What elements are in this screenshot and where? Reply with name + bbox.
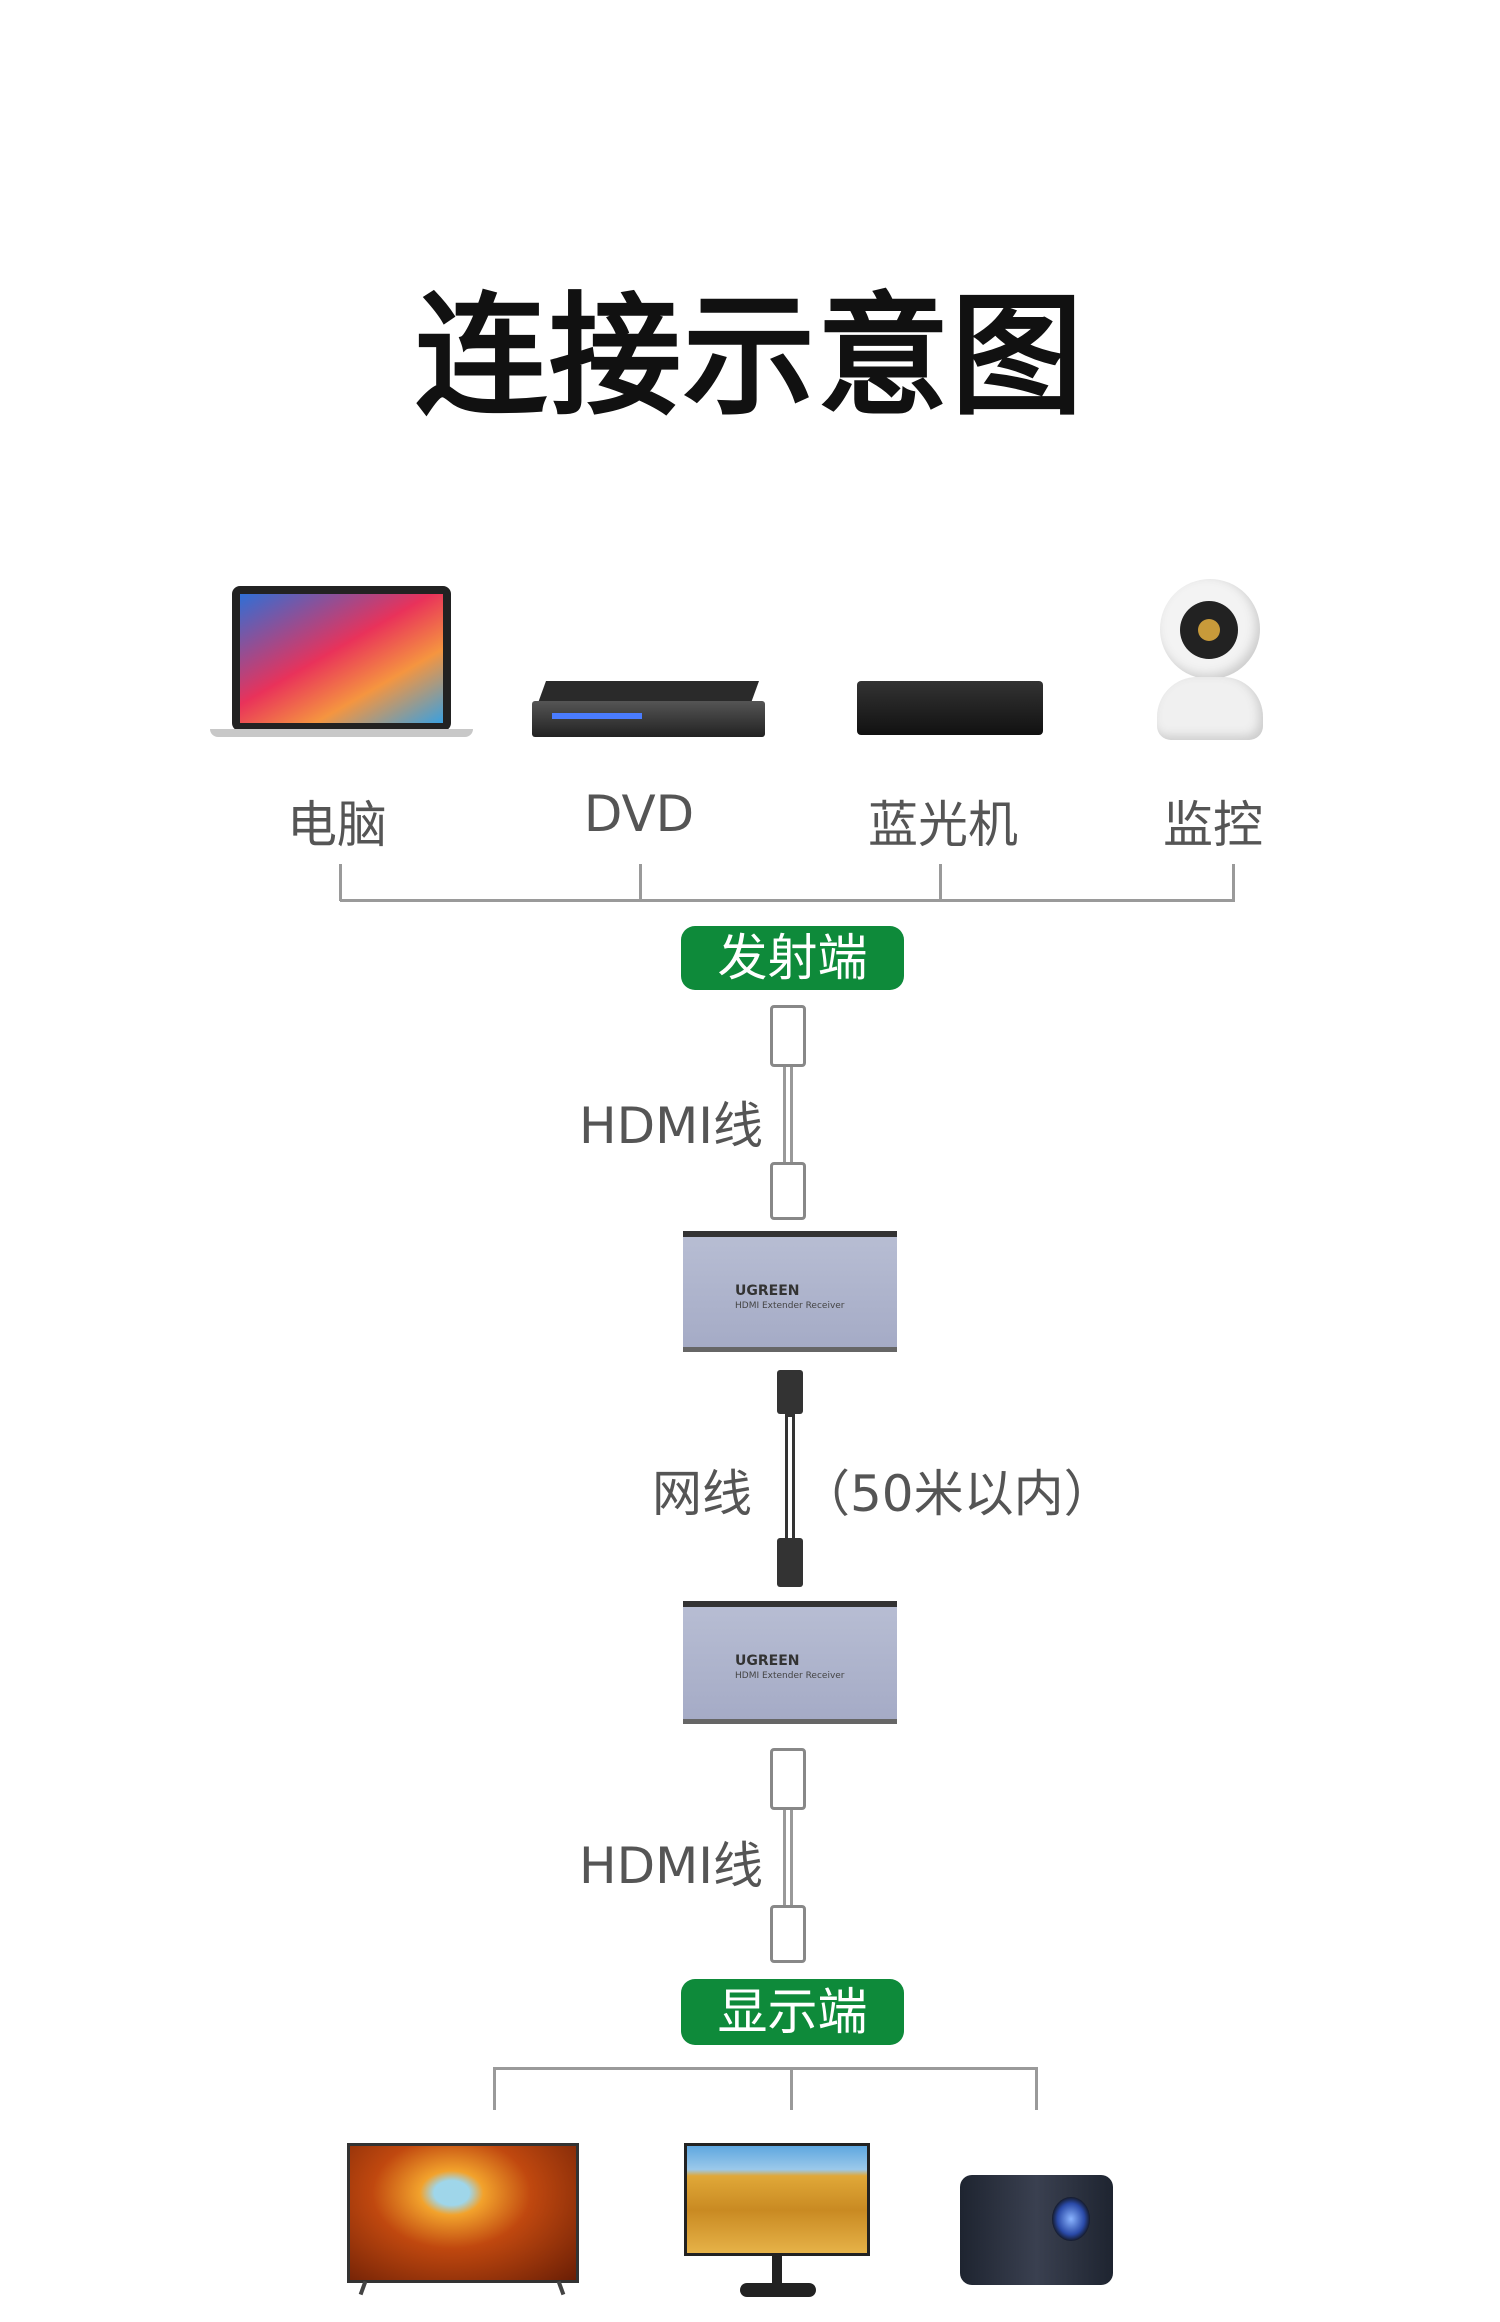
laptop-icon	[210, 586, 473, 743]
source-label-bluray: 蓝光机	[868, 796, 1018, 854]
bracket-tick	[790, 2067, 793, 2110]
bracket-tick	[339, 864, 342, 901]
extender-model: HDMI Extender Receiver	[735, 1301, 845, 1311]
receiver-extender-device: UGREEN HDMI Extender Receiver	[683, 1601, 897, 1724]
monitor-icon	[684, 2143, 870, 2297]
page-title: 连接示意图	[415, 280, 1085, 434]
hdmi-cable-label: HDMI线	[579, 1837, 763, 1895]
hdmi-cable-icon	[770, 1005, 806, 1220]
transmitter-extender-device: UGREEN HDMI Extender Receiver	[683, 1231, 897, 1352]
source-bracket	[340, 899, 1235, 902]
dvd-player-icon	[532, 681, 765, 740]
hdmi-cable-label: HDMI线	[579, 1097, 763, 1155]
bracket-tick	[939, 864, 942, 901]
network-cable-note: （50米以内）	[800, 1465, 1114, 1523]
source-label-computer: 电脑	[287, 796, 387, 854]
receiver-badge: 显示端	[681, 1979, 904, 2045]
bluray-player-icon	[857, 681, 1043, 735]
projector-icon	[960, 2175, 1113, 2285]
source-label-dvd: DVD	[583, 785, 695, 843]
network-cable-icon	[775, 1370, 805, 1587]
bracket-tick	[639, 864, 642, 901]
bracket-tick	[1035, 2067, 1038, 2110]
bracket-tick	[493, 2067, 496, 2110]
security-camera-icon	[1157, 579, 1263, 740]
extender-model: HDMI Extender Receiver	[735, 1671, 845, 1681]
hdmi-cable-icon	[770, 1748, 806, 1963]
network-cable-label: 网线	[652, 1465, 752, 1523]
display-bracket	[494, 2067, 1038, 2070]
transmitter-badge: 发射端	[681, 926, 904, 990]
bracket-tick	[1232, 864, 1235, 901]
extender-brand: UGREEN	[735, 1283, 800, 1299]
extender-brand: UGREEN	[735, 1653, 800, 1669]
tv-icon	[347, 2143, 579, 2296]
source-label-camera: 监控	[1163, 796, 1263, 854]
